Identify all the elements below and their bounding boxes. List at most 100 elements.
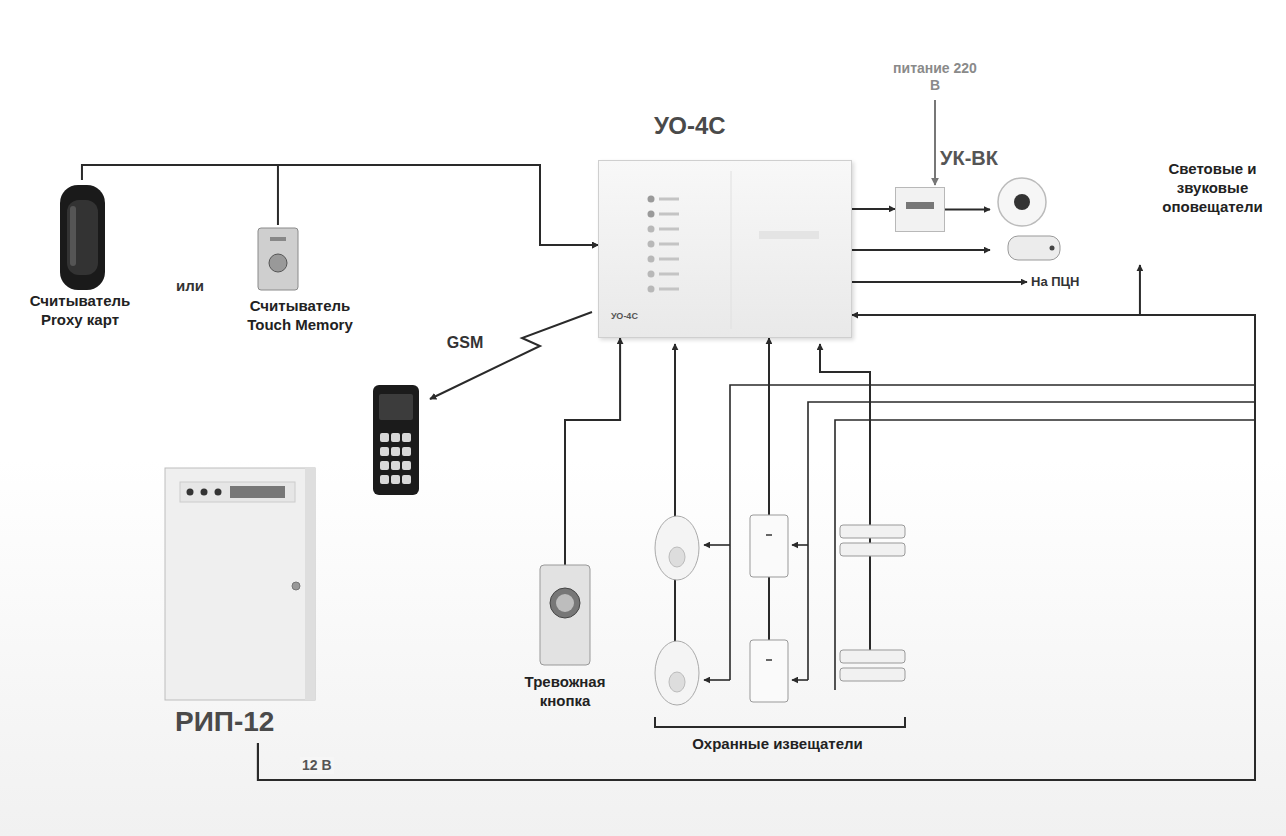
output-arrow [852, 281, 1027, 283]
motion-detector [655, 516, 699, 580]
name-plate [230, 486, 285, 498]
annotation-label: питание 220 В [890, 60, 980, 94]
detector-mark [766, 534, 772, 536]
phone-key [391, 433, 400, 442]
device-marking: УО-4С [611, 311, 671, 322]
indicator [215, 489, 222, 496]
status-led [648, 241, 655, 248]
device-picture [640, 505, 915, 760]
connector-line [768, 338, 770, 505]
phone-body [373, 385, 419, 495]
connector-line [258, 315, 1255, 780]
power-wire [792, 679, 808, 681]
contact-pad [269, 254, 287, 272]
led-caption-mark [659, 213, 679, 216]
panel-mark [759, 231, 819, 239]
phone-key [380, 447, 389, 456]
mobile-phone [373, 385, 419, 495]
button-cap [556, 594, 574, 612]
glass-break-detector [750, 515, 788, 577]
led-caption-mark [659, 288, 679, 291]
led-caption-mark [659, 228, 679, 231]
strobe-lamp [998, 178, 1046, 226]
reed-magnet [840, 668, 905, 681]
phone-key [391, 475, 400, 484]
connector-line [258, 265, 1255, 780]
reed-magnet [840, 543, 905, 556]
power-wire [835, 420, 1255, 690]
status-led [648, 211, 655, 218]
detector-mark [766, 659, 772, 661]
relay-sticker [906, 202, 934, 209]
reader-device: Считыватель Touch Memory [225, 225, 375, 345]
device-picture [160, 468, 330, 743]
device-caption: УК-ВК [940, 146, 1020, 171]
controller-box: УО-4СУО-4С [598, 160, 852, 338]
phone-keys [380, 433, 411, 484]
connector-line [852, 249, 990, 251]
button-plate [540, 565, 590, 665]
device-caption: УО-4С [654, 111, 764, 141]
power-wire [704, 679, 730, 681]
detector-lens [669, 547, 685, 567]
reed-switch [840, 650, 905, 663]
panel-divider [731, 171, 732, 329]
phone-key [391, 447, 400, 456]
sensor-wire [820, 344, 870, 655]
strobe-lens [1014, 194, 1030, 210]
connector-line [852, 208, 895, 210]
reader-body [60, 185, 105, 290]
glass-break-detector [750, 640, 788, 702]
connector-line [278, 165, 598, 245]
button-ring [550, 588, 580, 618]
reader-gloss [70, 206, 76, 266]
power-wire [704, 544, 730, 546]
detector-lens [669, 672, 685, 692]
connector-line [565, 338, 620, 565]
phone-key [380, 433, 389, 442]
sensor-wire [674, 344, 676, 642]
status-led [648, 271, 655, 278]
phone-key [380, 475, 389, 484]
annotation-label: На ПЦН [1031, 274, 1101, 290]
power-wire [730, 385, 1255, 680]
reader-plate [258, 228, 298, 290]
power-wire [808, 402, 1255, 680]
cabinet-side [305, 468, 315, 700]
indicator [187, 489, 194, 496]
device-caption: Считыватель Proxy карт [15, 292, 145, 330]
status-led [648, 196, 655, 203]
annotation-label: GSM [440, 333, 490, 352]
led-caption-mark [659, 258, 679, 261]
edge-label: 12 В [300, 757, 334, 774]
motion-detector [655, 641, 699, 705]
led-caption-mark [659, 198, 679, 201]
annunciator-group: Световые и звуковые оповещатели [990, 150, 1280, 265]
relay-box: УК-ВК [895, 187, 945, 232]
power-supply: РИП-12 [160, 468, 330, 743]
phone-key [402, 447, 411, 456]
reader-face [67, 200, 98, 275]
phone-key [402, 433, 411, 442]
connector-line [82, 165, 598, 245]
group-bracket [655, 717, 905, 727]
cabinet-lock [292, 582, 300, 590]
indicator [201, 489, 208, 496]
device-caption: Световые и звуковые оповещатели [1150, 160, 1275, 216]
phone-screen [379, 394, 413, 420]
phone-key [402, 461, 411, 470]
plate-mark [270, 237, 286, 241]
status-led [648, 286, 655, 293]
gsm-link [430, 312, 592, 399]
power-wire [792, 544, 808, 546]
power-arrow [934, 100, 936, 185]
panic-button: Тревожная кнопка [505, 565, 625, 730]
device-caption: Тревожная кнопка [510, 673, 620, 711]
status-led [648, 226, 655, 233]
led-caption-mark [659, 273, 679, 276]
cabinet-panel [180, 482, 295, 502]
device-caption: Охранные извещатели [640, 735, 915, 754]
phone-key [402, 475, 411, 484]
